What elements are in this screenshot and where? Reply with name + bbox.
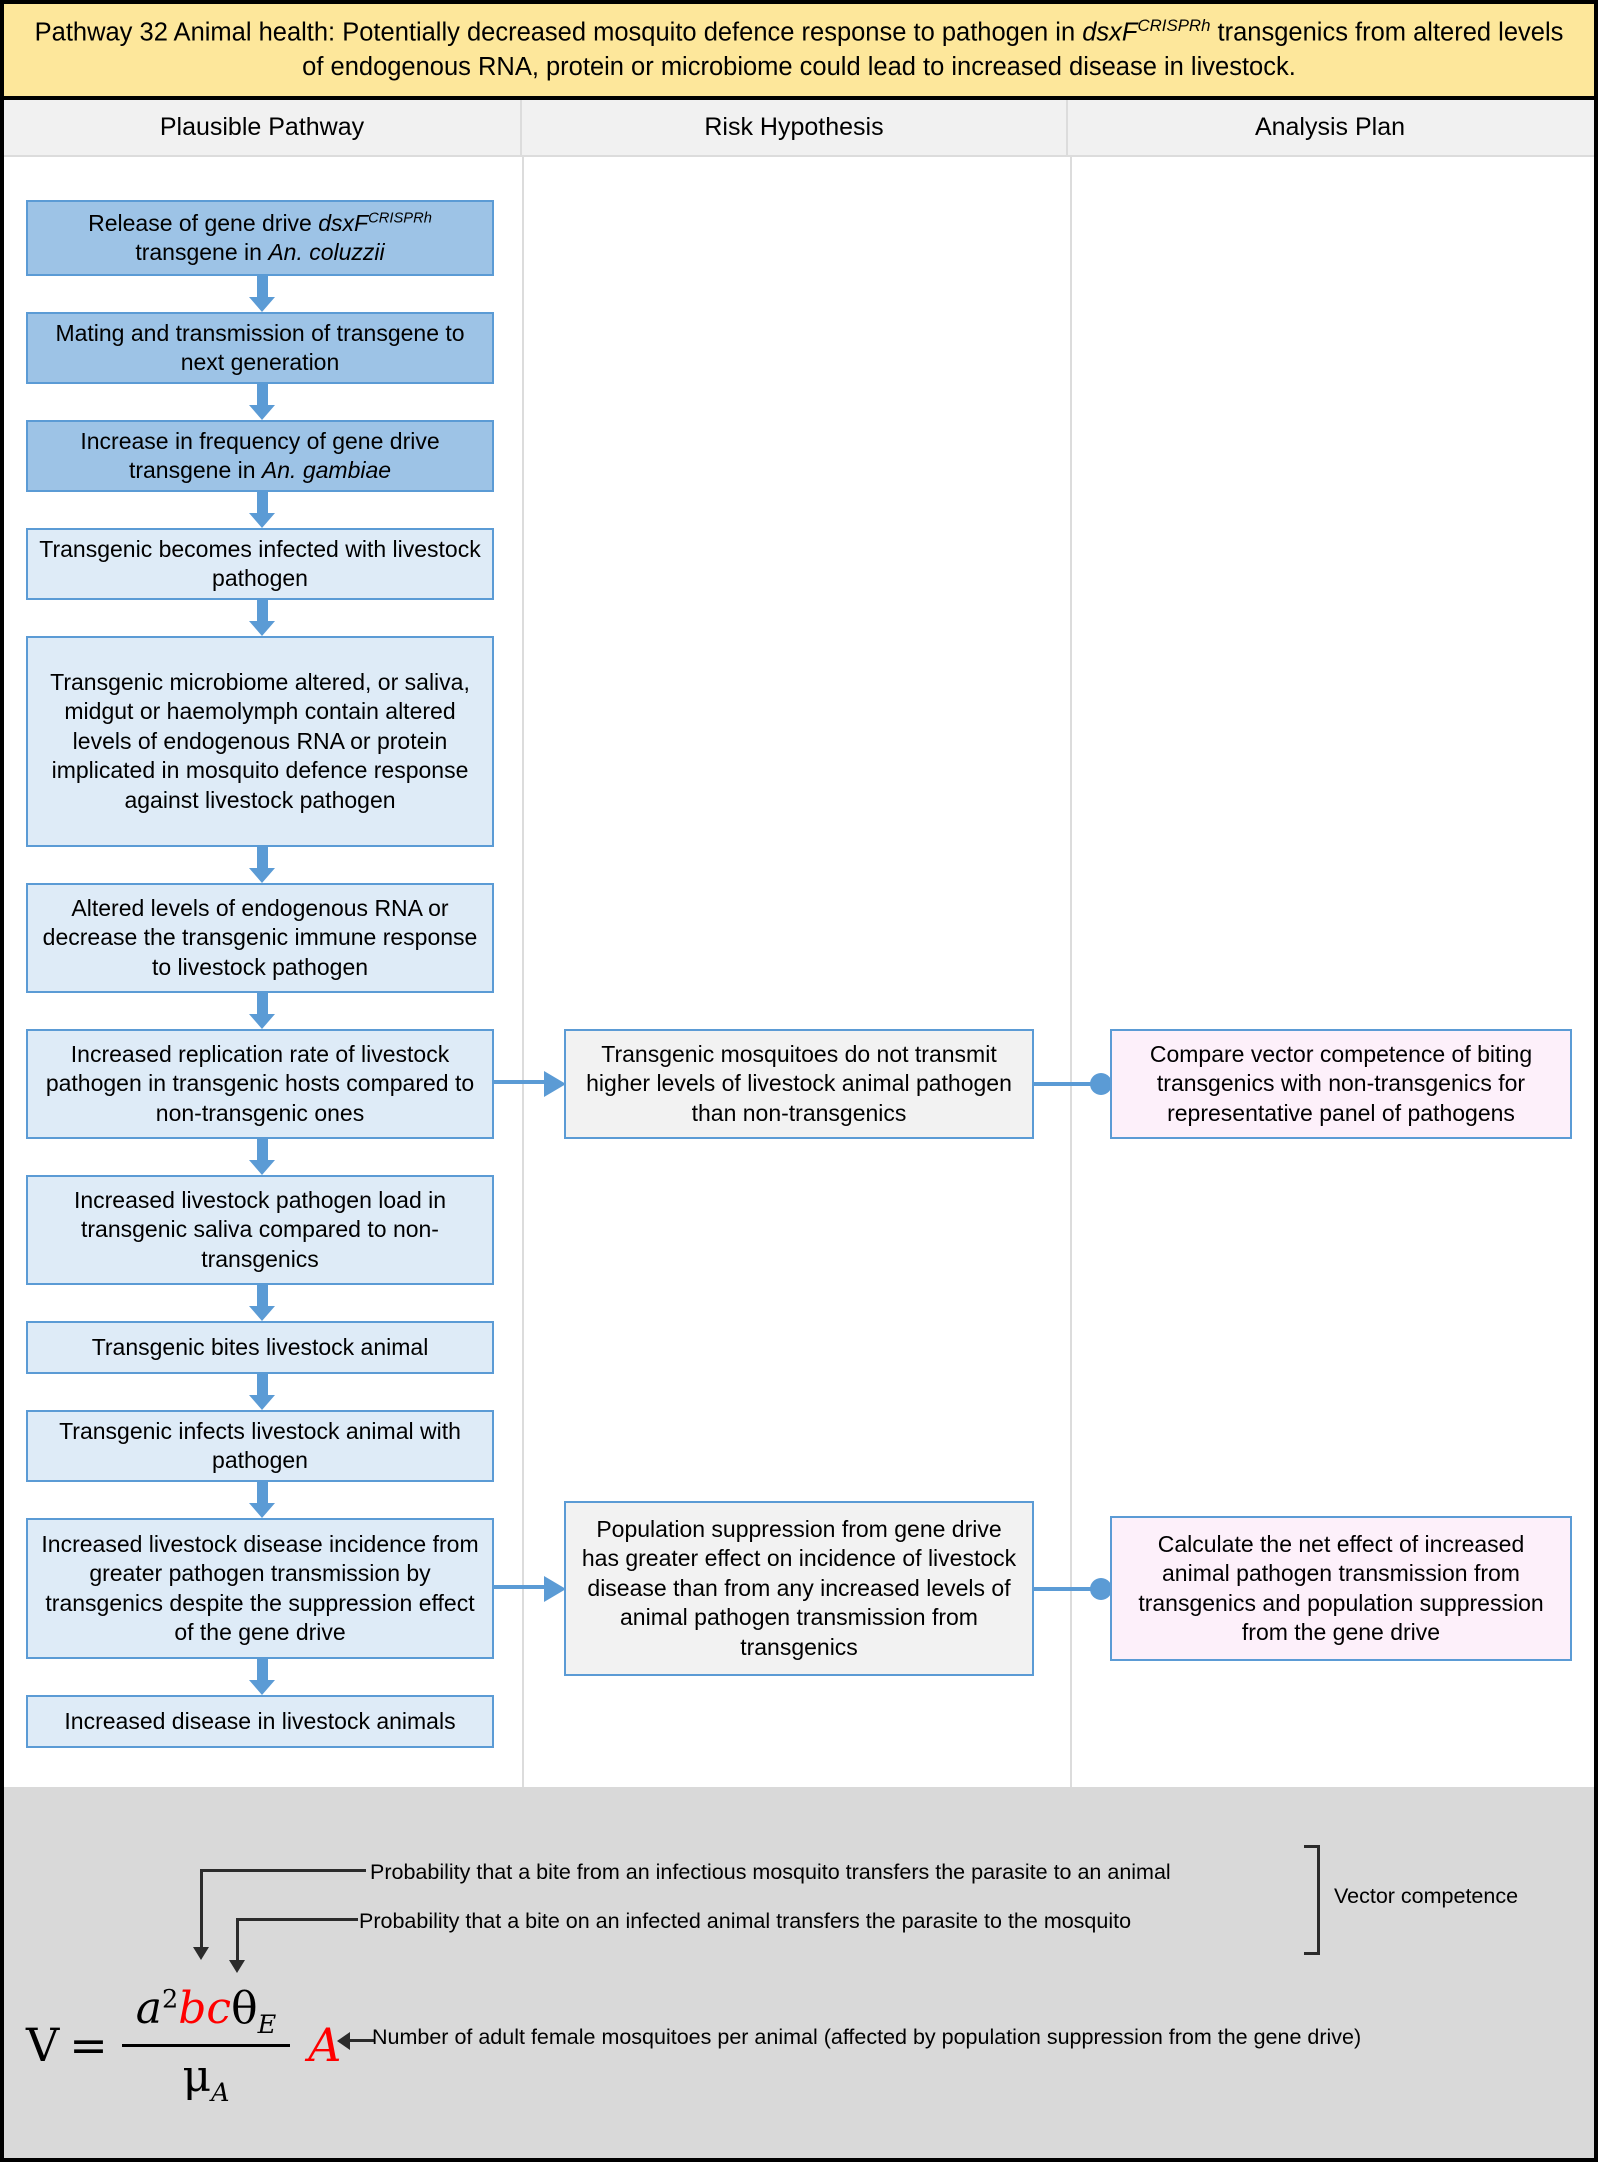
vectorial-capacity-equation: V = a2bcθE μA A — [26, 1983, 341, 2108]
arrow-down-11 — [249, 1659, 275, 1695]
equation-numerator: a2bcθE — [135, 1983, 277, 2040]
risk-hypothesis-box-population-suppression[interactable]: Population suppression from gene drive h… — [564, 1501, 1034, 1676]
pathway-box-transgenic-infected[interactable]: Transgenic becomes infected with livesto… — [26, 528, 494, 600]
column-divider-1 — [522, 157, 524, 1787]
equation-equals-sign: = — [69, 2018, 108, 2073]
column-header-risk-hypothesis: Risk Hypothesis — [522, 100, 1068, 155]
column-header-row: Plausible Pathway Risk Hypothesis Analys… — [4, 100, 1594, 157]
arrow-down-4 — [249, 600, 275, 636]
pathway-box-release-gene-drive[interactable]: Release of gene drive dsxFCRISPRh transg… — [26, 200, 494, 276]
arrow-down-9 — [249, 1374, 275, 1410]
pathway-box-decrease-immune-response[interactable]: Altered levels of endogenous RNA or decr… — [26, 883, 494, 993]
pathway-box-transgenic-infects[interactable]: Transgenic infects livestock animal with… — [26, 1410, 494, 1482]
equation-denominator: μA — [182, 2050, 230, 2108]
analysis-plan-box-calculate-net-effect[interactable]: Calculate the net effect of increased an… — [1110, 1516, 1572, 1661]
connector-risk-to-analysis-2 — [1034, 1578, 1112, 1600]
pathway-box-text: Increase in frequency of gene drive tran… — [80, 427, 440, 483]
equation-fraction-bar — [121, 2043, 291, 2047]
pathway-box-microbiome-altered[interactable]: Transgenic microbiome altered, or saliva… — [26, 636, 494, 847]
arrow-down-6 — [249, 993, 275, 1029]
arrow-down-8 — [249, 1285, 275, 1321]
annotation-probability-c: Probability that a bite on an infected a… — [359, 1909, 1132, 1933]
arrow-down-2 — [249, 384, 275, 420]
arrow-down-7 — [249, 1139, 275, 1175]
arrow-down-10 — [249, 1482, 275, 1518]
connector-risk-to-analysis-1 — [1034, 1073, 1112, 1095]
pathway-box-text: Release of gene drive dsxFCRISPRh transg… — [88, 209, 432, 265]
title-prefix: Pathway 32 Animal health: Potentially de… — [34, 18, 1083, 47]
annotation-number-mosquitoes: Number of adult female mosquitoes per an… — [372, 2025, 1362, 2049]
pathway-box-increase-frequency[interactable]: Increase in frequency of gene drive tran… — [26, 420, 494, 492]
equation-bc-term: bc — [178, 1983, 232, 2034]
equation-fraction: a2bcθE μA — [121, 1983, 291, 2108]
arrow-down-3 — [249, 492, 275, 528]
pathway-box-increased-disease-livestock[interactable]: Increased disease in livestock animals — [26, 1695, 494, 1748]
arrow-down-1 — [249, 276, 275, 312]
pathway-box-increased-replication-rate[interactable]: Increased replication rate of livestock … — [26, 1029, 494, 1139]
connector-pathway-to-risk-2 — [494, 1576, 566, 1602]
arrow-down-5 — [249, 847, 275, 883]
connector-pathway-to-risk-1 — [494, 1071, 566, 1097]
column-header-analysis-plan: Analysis Plan — [1254, 113, 1406, 141]
equation-lhs: V — [26, 2018, 60, 2073]
vector-competence-label: Vector competence — [1334, 1884, 1519, 1908]
risk-hypothesis-box-vector-competence[interactable]: Transgenic mosquitoes do not transmit hi… — [564, 1029, 1034, 1139]
analysis-plan-box-compare-vector-competence[interactable]: Compare vector competence of biting tran… — [1110, 1029, 1572, 1139]
pathway-box-increased-saliva-load[interactable]: Increased livestock pathogen load in tra… — [26, 1175, 494, 1285]
page-title: Pathway 32 Animal health: Potentially de… — [30, 15, 1568, 84]
column-header-plausible-pathway: Plausible Pathway — [4, 100, 522, 155]
pathway-box-increased-disease-incidence[interactable]: Increased livestock disease incidence fr… — [26, 1518, 494, 1659]
figure-title-banner: Pathway 32 Animal health: Potentially de… — [4, 4, 1594, 100]
leader-arrow-A — [337, 2032, 375, 2050]
title-suffix: transgenics from altered levels of endog… — [302, 18, 1564, 81]
column-divider-2 — [1070, 157, 1072, 1787]
equation-A-term: A — [308, 2018, 342, 2073]
pathway-box-mating-transmission[interactable]: Mating and transmission of transgene to … — [26, 312, 494, 384]
title-gene-name: dsxF — [1082, 18, 1138, 47]
annotation-probability-b: Probability that a bite from an infectio… — [370, 1860, 1171, 1884]
title-gene-superscript: CRISPRh — [1137, 16, 1211, 36]
vector-competence-bracket — [1304, 1845, 1320, 1955]
formula-panel: Probability that a bite from an infectio… — [4, 1787, 1594, 2158]
pathway-box-transgenic-bites[interactable]: Transgenic bites livestock animal — [26, 1321, 494, 1374]
